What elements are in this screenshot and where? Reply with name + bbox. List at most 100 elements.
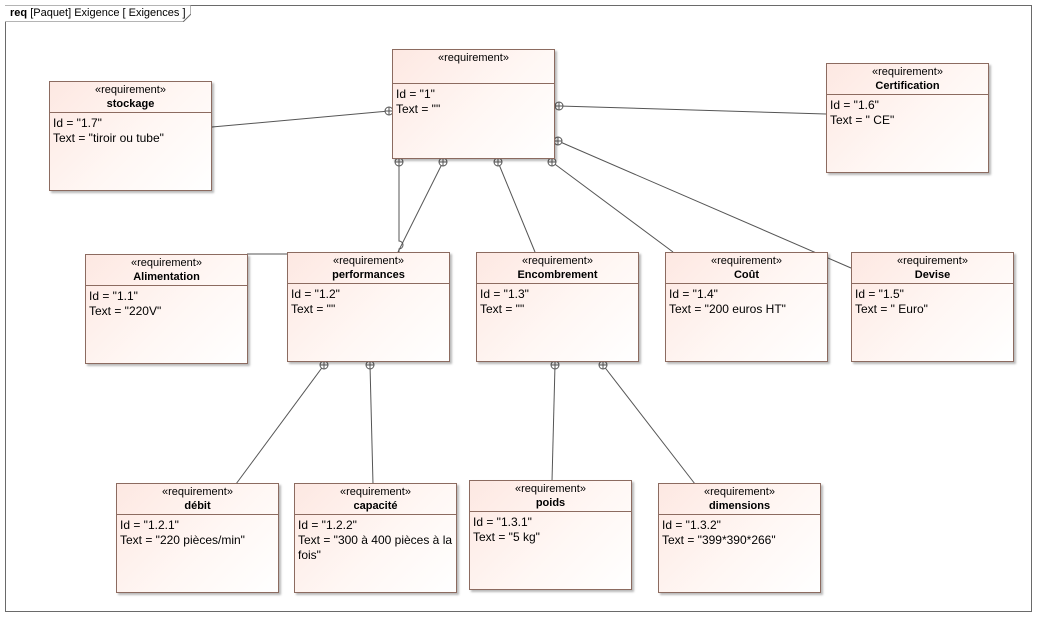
containment-marker: [553, 136, 563, 146]
requirement-header: «requirement» Certification: [827, 64, 988, 95]
requirement-name: Certification: [875, 80, 940, 92]
link-root-cout: [551, 161, 674, 253]
requirement-text: Text = "": [396, 102, 441, 116]
link-encombrement-dimensions: [602, 364, 696, 485]
link-root-stockage: [211, 110, 390, 128]
requirement-id: Id = "1": [396, 87, 435, 101]
requirement-stereotype: «requirement»: [711, 255, 782, 267]
requirement-text: Text = "220 pièces/min": [120, 533, 245, 547]
requirement-capacite[interactable]: «requirement» capacité Id = "1.2.2" Text…: [294, 483, 457, 593]
link-root-alimentation: [247, 162, 404, 255]
requirement-body: Id = "1.2" Text = "": [288, 284, 449, 317]
requirement-encombrement[interactable]: «requirement» Encombrement Id = "1.3" Te…: [476, 252, 639, 362]
requirement-id: Id = "1.2": [291, 287, 340, 301]
requirement-id: Id = "1.1": [89, 289, 138, 303]
requirement-text: Text = "": [291, 302, 336, 316]
requirement-name: débit: [184, 500, 211, 512]
requirement-debit[interactable]: «requirement» débit Id = "1.2.1" Text = …: [116, 483, 279, 593]
containment-marker: [547, 157, 557, 167]
requirement-stockage[interactable]: «requirement» stockage Id = "1.7" Text =…: [49, 81, 212, 191]
requirement-stereotype: «requirement»: [897, 255, 968, 267]
containment-marker: [384, 106, 394, 116]
requirement-name: poids: [535, 497, 566, 509]
requirement-stereotype: «requirement»: [438, 52, 509, 64]
requirement-name: Coût: [733, 269, 760, 281]
requirement-certification[interactable]: «requirement» Certification Id = "1.6" T…: [826, 63, 989, 173]
requirement-name: performances: [332, 269, 405, 281]
requirement-header: «requirement» capacité: [295, 484, 456, 515]
requirement-id: Id = "1.2.2": [298, 518, 357, 532]
link-encombrement-poids: [551, 364, 556, 482]
requirement-id: Id = "1.3.2": [662, 518, 721, 532]
requirement-dimensions[interactable]: «requirement» dimensions Id = "1.3.2" Te…: [658, 483, 821, 593]
requirement-header: «requirement» Coût: [666, 253, 827, 284]
link-root-encombrement: [497, 161, 536, 253]
requirement-stereotype: «requirement»: [333, 255, 404, 267]
link-performances-debit: [235, 364, 325, 485]
requirement-body: Id = "1.3" Text = "": [477, 284, 638, 317]
requirement-name: Alimentation: [133, 271, 200, 283]
containment-marker: [319, 360, 329, 370]
requirement-devise[interactable]: «requirement» Devise Id = "1.5" Text = "…: [851, 252, 1014, 362]
requirement-text: Text = " Euro": [855, 302, 928, 316]
requirement-header: «requirement» stockage: [50, 82, 211, 113]
requirement-text: Text = " CE": [830, 113, 895, 127]
containment-marker: [598, 360, 608, 370]
requirement-alimentation[interactable]: «requirement» Alimentation Id = "1.1" Te…: [85, 254, 248, 364]
requirement-header: «requirement» Alimentation: [86, 255, 247, 286]
requirement-body: Id = "1.2.2" Text = "300 à 400 pièces à …: [295, 515, 456, 563]
requirement-text: Text = "399*390*266": [662, 533, 776, 547]
requirement-stereotype: «requirement»: [131, 257, 202, 269]
requirement-performances[interactable]: «requirement» performances Id = "1.2" Te…: [287, 252, 450, 362]
containment-marker: [394, 157, 404, 167]
requirement-text: Text = "200 euros HT": [669, 302, 786, 316]
requirement-text: Text = "": [480, 302, 525, 316]
requirement-stereotype: «requirement»: [162, 486, 233, 498]
containment-marker: [438, 157, 448, 167]
frame-name: [Paquet] Exigence [ Exigences ]: [30, 7, 186, 19]
link-root-certification: [558, 105, 827, 115]
requirement-stereotype: «requirement»: [872, 66, 943, 78]
requirement-header: «requirement» Devise: [852, 253, 1013, 284]
requirement-name: dimensions: [708, 500, 771, 512]
requirement-id: Id = "1.6": [830, 98, 879, 112]
requirement-id: Id = "1.3.1": [473, 515, 532, 529]
requirement-header: «requirement»: [393, 50, 554, 84]
requirement-text: Text = "tiroir ou tube": [53, 131, 164, 145]
containment-marker: [550, 360, 560, 370]
link-root-performances: [397, 161, 444, 253]
requirement-name: Devise: [914, 269, 951, 281]
requirement-body: Id = "1.2.1" Text = "220 pièces/min": [117, 515, 278, 548]
requirement-id: Id = "1.2.1": [120, 518, 179, 532]
requirement-body: Id = "1" Text = "": [393, 84, 554, 117]
requirement-body: Id = "1.3.2" Text = "399*390*266": [659, 515, 820, 548]
frame-keyword: req: [10, 7, 28, 19]
requirement-body: Id = "1.3.1" Text = "5 kg": [470, 512, 631, 545]
containment-marker: [493, 157, 503, 167]
requirement-header: «requirement» débit: [117, 484, 278, 515]
requirement-header: «requirement» dimensions: [659, 484, 820, 515]
link-performances-capacite: [369, 364, 374, 485]
requirement-stereotype: «requirement»: [340, 486, 411, 498]
containment-marker: [554, 101, 564, 111]
requirement-cout[interactable]: «requirement» Coût Id = "1.4" Text = "20…: [665, 252, 828, 362]
requirement-stereotype: «requirement»: [704, 486, 775, 498]
requirement-body: Id = "1.1" Text = "220V": [86, 286, 247, 319]
requirement-poids[interactable]: «requirement» poids Id = "1.3.1" Text = …: [469, 480, 632, 590]
requirement-text: Text = "220V": [89, 304, 162, 318]
frame-title: req [Paquet] Exigence [ Exigences ]: [10, 7, 186, 19]
requirement-body: Id = "1.7" Text = "tiroir ou tube": [50, 113, 211, 146]
requirement-text: Text = "300 à 400 pièces à la fois": [298, 533, 456, 562]
requirement-header: «requirement» poids: [470, 481, 631, 512]
requirement-body: Id = "1.6" Text = " CE": [827, 95, 988, 128]
requirement-id: Id = "1.7": [53, 116, 102, 130]
requirement-header: «requirement» Encombrement: [477, 253, 638, 284]
requirement-stereotype: «requirement»: [515, 483, 586, 495]
requirement-root[interactable]: «requirement» Id = "1" Text = "": [392, 49, 555, 159]
requirement-text: Text = "5 kg": [473, 530, 540, 544]
requirement-name: Encombrement: [517, 269, 598, 281]
containment-marker: [365, 360, 375, 370]
requirement-name: stockage: [106, 98, 155, 110]
requirement-body: Id = "1.5" Text = " Euro": [852, 284, 1013, 317]
